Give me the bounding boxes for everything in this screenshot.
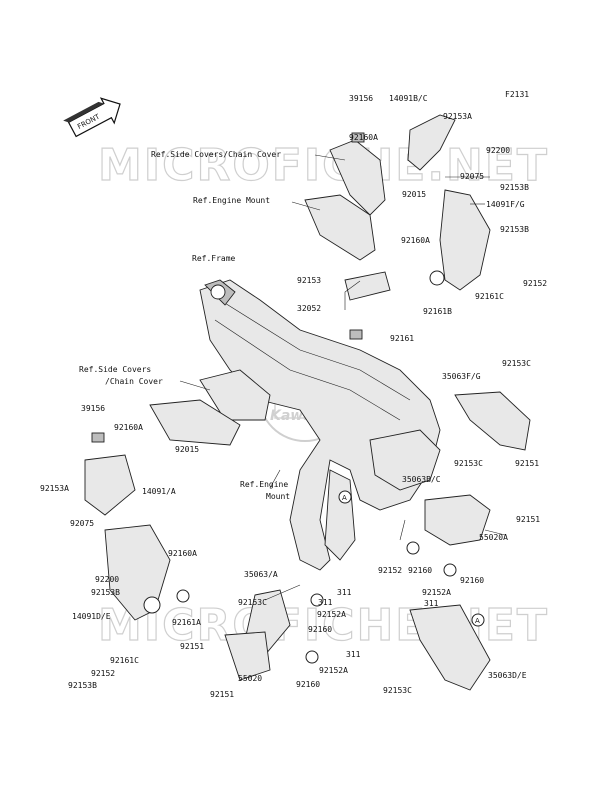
left-side-cover <box>84 369 271 621</box>
right-frame-cover <box>407 114 491 291</box>
part-label: 92152 <box>523 279 547 288</box>
part-label: 92153B <box>500 225 529 234</box>
part-label: Ref.Side Covers/Chain Cover <box>151 150 281 159</box>
part-label: 92153C <box>238 598 267 607</box>
part-label: 92153B <box>91 588 120 597</box>
part-label: /Chain Cover <box>105 377 163 386</box>
part-label: 92153C <box>454 459 483 468</box>
part-label: 92152A <box>317 610 346 619</box>
part-label: 92160A <box>349 133 378 142</box>
part-label: 92153B <box>68 681 97 690</box>
circle-marker: A <box>475 617 480 625</box>
part-label: 92015 <box>175 445 199 454</box>
part-label: 92161C <box>110 656 139 665</box>
right-footrest-bracket: A <box>409 391 531 691</box>
part-label: 32052 <box>297 304 321 313</box>
part-label: 92161C <box>475 292 504 301</box>
part-label: 55020 <box>238 674 262 683</box>
part-label: 92153C <box>383 686 412 695</box>
part-label: 311 <box>424 599 439 608</box>
part-label: Ref.Side Covers <box>79 365 151 374</box>
part-label: 92151 <box>516 515 540 524</box>
part-label: Ref.Engine <box>240 480 288 489</box>
part-label: 92152 <box>91 669 115 678</box>
leader-lines <box>179 154 506 601</box>
part-label: 55020A <box>479 533 508 542</box>
left-footrest-bracket <box>224 541 457 681</box>
part-label: 92151 <box>515 459 539 468</box>
part-label: 39156 <box>349 94 373 103</box>
part-label: 14091B/C <box>389 94 428 103</box>
part-label: 92153A <box>443 112 472 121</box>
part-label: 92015 <box>402 190 426 199</box>
part-label: 92153C <box>502 359 531 368</box>
part-label: 311 <box>318 598 333 607</box>
part-label: 92152A <box>319 666 348 675</box>
part-label: 35063D/E <box>488 671 527 680</box>
part-label: 92151 <box>210 690 234 699</box>
part-label: 92160 <box>296 680 320 689</box>
part-label: 14091/A <box>142 487 176 496</box>
part-label: 311 <box>346 650 361 659</box>
part-label: 14091F/G <box>486 200 525 209</box>
part-label: 39156 <box>81 404 105 413</box>
part-label: 92152 <box>378 566 402 575</box>
upper-side-cover <box>304 132 391 340</box>
part-label: 92160 <box>408 566 432 575</box>
part-label: 311 <box>337 588 352 597</box>
part-label: 92075 <box>70 519 94 528</box>
part-label: 92160A <box>168 549 197 558</box>
part-label: 92160A <box>114 423 143 432</box>
part-label: 92151 <box>180 642 204 651</box>
part-label: 92161A <box>172 618 201 627</box>
watermark-text: MICROFICHE.NET <box>98 140 549 191</box>
part-label: 92160 <box>308 625 332 634</box>
part-label: Ref.Frame <box>192 254 236 263</box>
part-label: 92160A <box>401 236 430 245</box>
part-label: 14091D/E <box>72 612 111 621</box>
part-label: 92152A <box>422 588 451 597</box>
frame: A <box>199 279 441 571</box>
part-label: 92161 <box>390 334 414 343</box>
part-label: 35063/A <box>244 570 278 579</box>
part-label: 92160 <box>460 576 484 585</box>
figure-code: F2131 <box>505 90 529 99</box>
circle-marker: A <box>342 494 347 502</box>
part-label: 92200 <box>486 146 510 155</box>
part-label: 92200 <box>95 575 119 584</box>
part-label: 92075 <box>460 172 484 181</box>
part-label: Mount <box>266 492 290 501</box>
front-arrow-icon: FRONT <box>63 97 121 138</box>
part-label: 35063F/G <box>442 372 481 381</box>
part-label: 92153 <box>297 276 321 285</box>
part-label: 92161B <box>423 307 452 316</box>
part-label: 92153A <box>40 484 69 493</box>
part-label: 35063B/C <box>402 475 441 484</box>
part-label: 92153B <box>500 183 529 192</box>
part-label: Ref.Engine Mount <box>193 196 270 205</box>
